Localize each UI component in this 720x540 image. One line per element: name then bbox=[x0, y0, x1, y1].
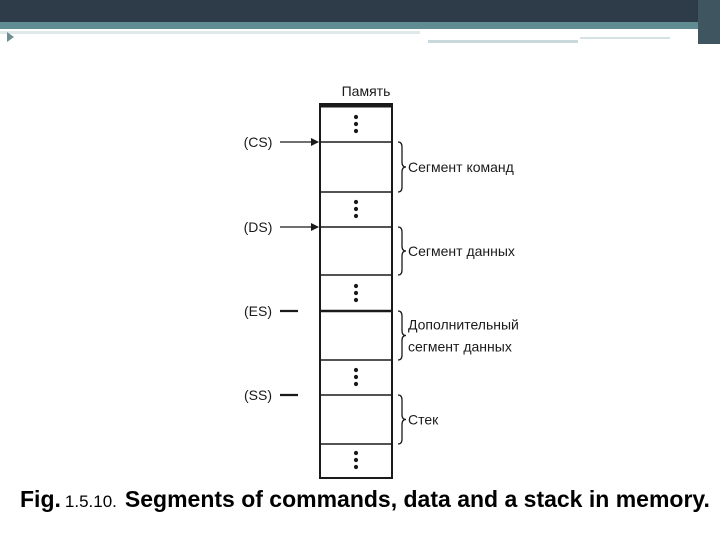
ellipsis-dot bbox=[353, 381, 359, 387]
ellipsis-dot bbox=[353, 114, 359, 120]
caption-number: 1.5.10. bbox=[64, 492, 117, 511]
memory-column bbox=[319, 103, 393, 479]
register-label: (SS) bbox=[244, 387, 272, 403]
header-corner-block bbox=[698, 0, 720, 44]
register-label: (ES) bbox=[244, 303, 272, 319]
ellipsis-dot bbox=[353, 374, 359, 380]
segment-brace bbox=[397, 310, 407, 361]
segment-label: сегмент данных bbox=[408, 339, 512, 355]
ellipsis-dot bbox=[353, 283, 359, 289]
slide-header-bar bbox=[0, 0, 720, 44]
segment-label: Стек bbox=[408, 412, 439, 428]
segment-label: Сегмент команд bbox=[408, 159, 514, 175]
header-teal-stripe bbox=[0, 22, 720, 29]
ellipsis-dot bbox=[353, 128, 359, 134]
caption-text: Segments of commands, data and a stack i… bbox=[124, 486, 710, 512]
ellipsis-dot bbox=[353, 206, 359, 212]
segment-label: Сегмент данных bbox=[408, 243, 515, 259]
ellipsis-dot bbox=[353, 213, 359, 219]
ellipsis-dot bbox=[353, 199, 359, 205]
segment-label: Дополнительный bbox=[408, 317, 519, 333]
ellipsis-dot bbox=[353, 457, 359, 463]
segment-brace bbox=[397, 226, 407, 276]
header-triangle-icon bbox=[7, 32, 14, 42]
segment-brace bbox=[397, 394, 407, 445]
register-label: (CS) bbox=[244, 134, 273, 150]
header-light-line bbox=[580, 37, 670, 39]
ellipsis-dot bbox=[353, 290, 359, 296]
ellipsis-dot bbox=[353, 450, 359, 456]
memory-title: Память bbox=[342, 83, 391, 99]
header-light-line bbox=[428, 40, 578, 43]
ellipsis-dot bbox=[353, 464, 359, 470]
ellipsis-dot bbox=[353, 367, 359, 373]
ellipsis-dot bbox=[353, 121, 359, 127]
header-dark-stripe bbox=[0, 0, 720, 22]
ellipsis-dot bbox=[353, 297, 359, 303]
register-label: (DS) bbox=[244, 219, 273, 235]
segment-brace bbox=[397, 141, 407, 193]
header-light-line bbox=[0, 31, 420, 34]
caption-prefix: Fig. bbox=[20, 486, 61, 512]
figure-caption: Fig.1.5.10. Segments of commands, data an… bbox=[20, 486, 710, 513]
